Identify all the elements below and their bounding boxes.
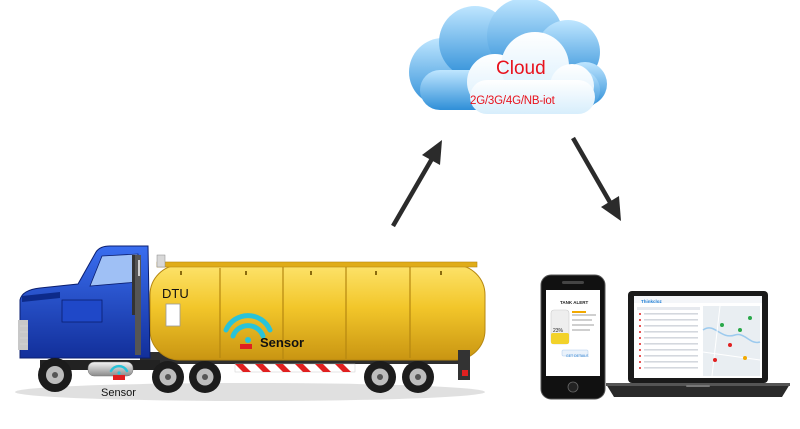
laptop: [606, 291, 790, 397]
hazard-bar: [234, 363, 356, 373]
frame-sensor: [113, 375, 125, 380]
truck-wheels: [38, 358, 434, 393]
dtu-device: [165, 303, 181, 327]
smartphone: [540, 274, 606, 400]
tank-sensor: [240, 344, 252, 349]
laptop-table: [637, 307, 700, 369]
phone-tank-gauge: [550, 309, 570, 345]
phone-details-button: [561, 349, 589, 357]
phone-level-percent: 23%: [553, 328, 564, 334]
arrow-down-to-devices: [571, 136, 621, 221]
arrow-up-to-cloud: [391, 140, 442, 228]
map-markers: [713, 316, 752, 362]
truck-cab: [18, 245, 151, 359]
fuel-tank: [149, 254, 486, 361]
wifi-icon-small: [109, 364, 129, 375]
dtu-label: DTU: [162, 286, 189, 301]
frame-sensor-label: Sensor: [101, 387, 136, 399]
tank-sensor-label: Sensor: [260, 335, 305, 350]
phone-button-label: GET DETAILS: [566, 354, 589, 358]
phone-alert-title: TANK ALERT: [560, 300, 589, 305]
cloud-network-label: 2G/3G/4G/NB-iot: [470, 95, 555, 107]
cloud-icon: [409, 0, 607, 114]
wifi-icon: [223, 313, 273, 343]
cloud-title: Cloud: [496, 58, 546, 79]
tanker-truck: [15, 245, 486, 401]
laptop-brand: Thinkcloz: [641, 299, 662, 304]
